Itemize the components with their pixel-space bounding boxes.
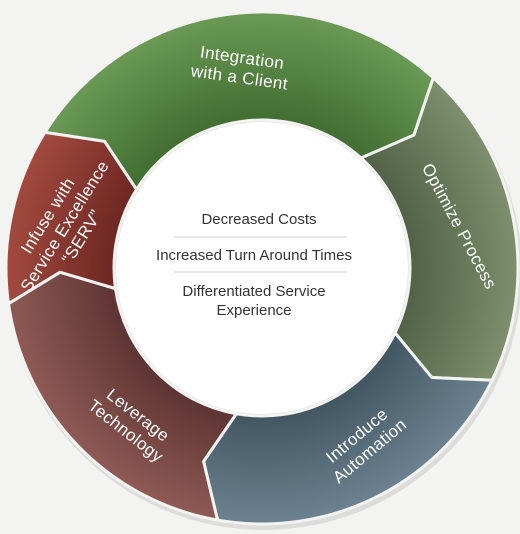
center-benefits: Decreased Costs Increased Turn Around Ti…: [156, 211, 352, 319]
cycle-segment-technology: [6, 270, 239, 522]
center-item-turn-around-times: Increased Turn Around Times: [156, 247, 352, 264]
cycle-segment-integration: [42, 10, 436, 193]
center-circle: [116, 122, 408, 414]
center-item-differentiated-service-line-2: Experience: [216, 302, 291, 319]
center-item-differentiated-service-line-1: Differentiated Service: [182, 283, 325, 300]
center-item-decreased-costs: Decreased Costs: [201, 211, 316, 228]
cycle-segment-automation: [201, 330, 495, 526]
cycle-segment-optimize: [358, 75, 520, 382]
cycle-segment-infuse: [4, 130, 139, 307]
